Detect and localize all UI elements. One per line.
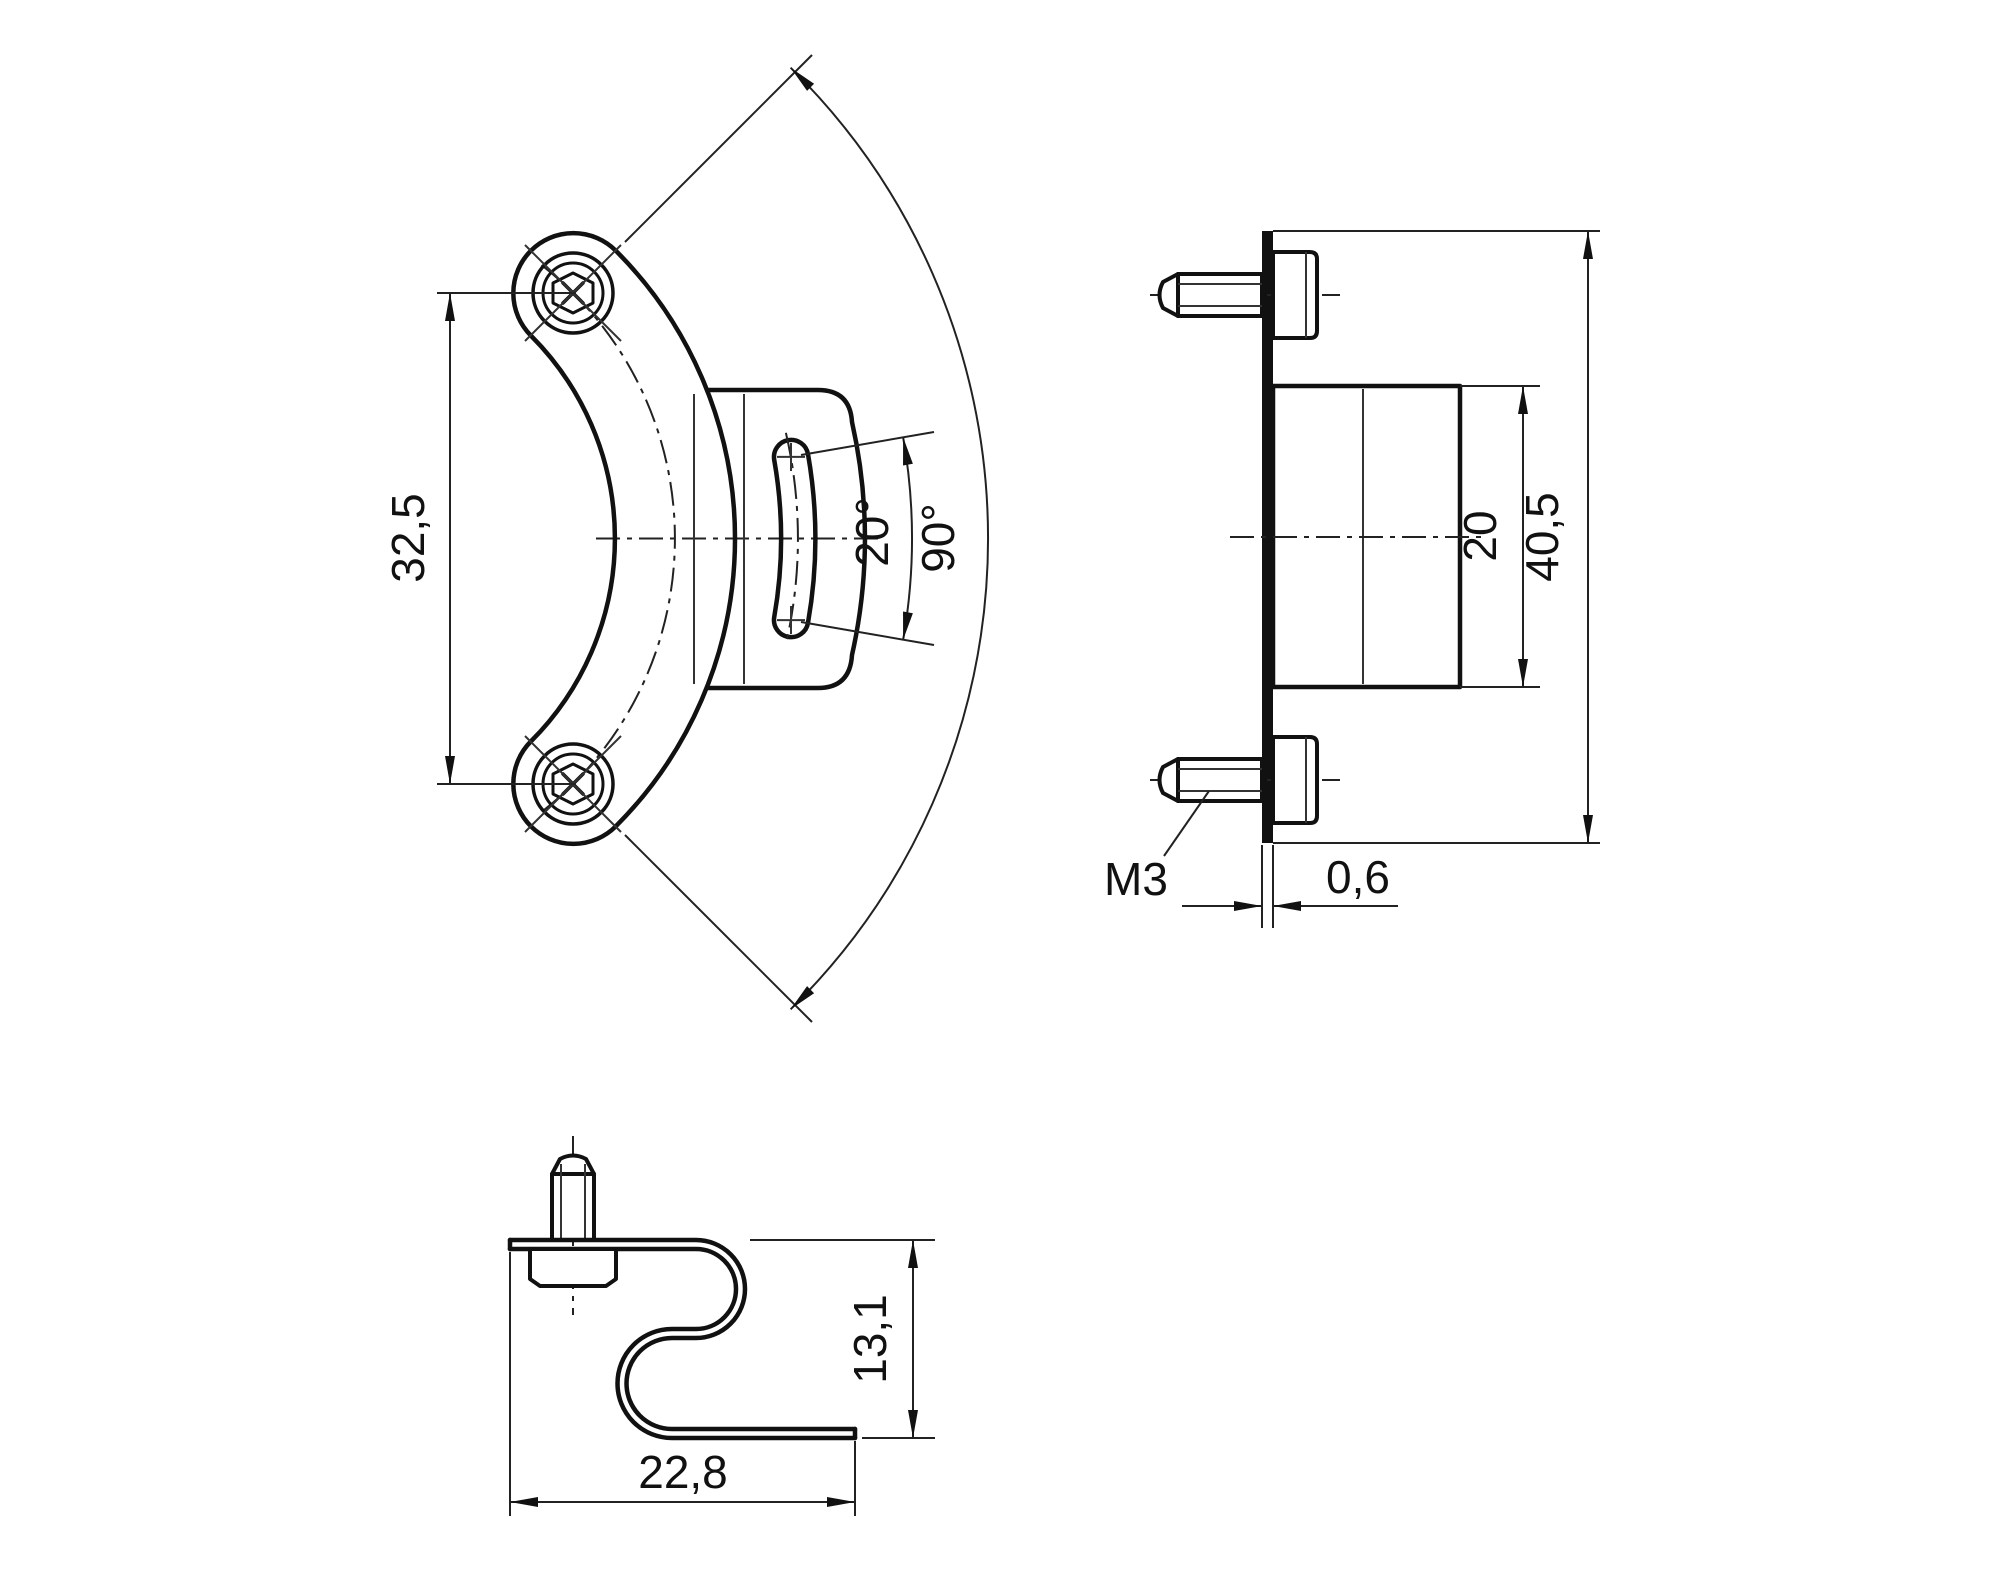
dim-plate-thickness-label: 0,6 (1326, 851, 1390, 903)
thread-callout: M3 (1104, 790, 1210, 905)
dim-total-height-label: 40,5 (1516, 492, 1568, 582)
front-view: 32,5 20° 90° (382, 54, 989, 1023)
hex-socket-icon (551, 762, 595, 806)
bottom-screw (550, 1136, 596, 1315)
dim-total-angle: 90° (624, 54, 989, 1023)
side-bottom-screw (1150, 735, 1340, 825)
dim-hole-spacing: 32,5 (382, 292, 576, 785)
bracket-tab-outline (704, 387, 868, 691)
dim-total-height: 40,5 (1273, 230, 1600, 844)
dim-profile-width: 22,8 (509, 1252, 856, 1516)
screw-head (1271, 250, 1319, 340)
dim-profile-width-label: 22,8 (638, 1446, 728, 1498)
dim-profile-height: 13,1 (750, 1239, 935, 1439)
arc-slot (771, 437, 818, 640)
dim-profile-height-label: 13,1 (844, 1294, 896, 1384)
side-top-screw (1150, 250, 1340, 340)
bottom-screw-head (528, 1247, 618, 1288)
screw-head (1271, 735, 1319, 825)
dim-total-angle-label: 90° (912, 503, 964, 573)
side-view: 20 40,5 M3 0,6 (1104, 230, 1600, 928)
bracket-outer-arc (613, 248, 738, 829)
dim-hole-spacing-label: 32,5 (382, 493, 434, 583)
dim-block-height: 20 (1454, 385, 1540, 688)
bracket-inner-arc (528, 333, 618, 744)
dim-slot-angle-label: 20° (846, 497, 898, 567)
thread-label: M3 (1104, 853, 1168, 905)
profile-inner-contour (507, 1246, 858, 1441)
dim-block-height-label: 20 (1454, 510, 1506, 561)
dim-slot-angle: 20° (800, 431, 935, 646)
dim-plate-thickness: 0,6 (1182, 845, 1398, 928)
hex-socket-icon (551, 271, 595, 315)
bottom-view: 13,1 22,8 (507, 1136, 935, 1516)
profile-outer-contour (507, 1237, 858, 1432)
plate-edge (1262, 231, 1273, 843)
